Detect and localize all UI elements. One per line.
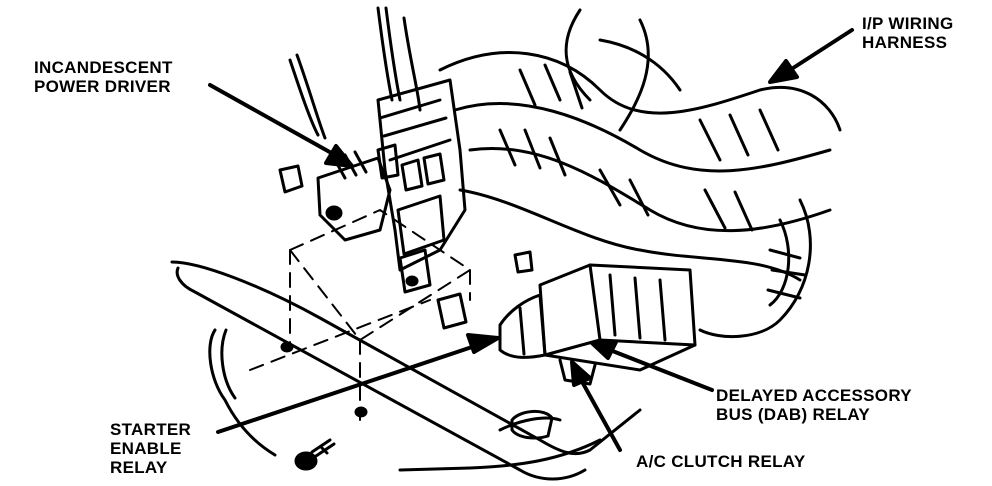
- label-incandescent-power-driver: INCANDESCENT POWER DRIVER: [34, 58, 173, 96]
- label-ac-clutch-relay: A/C CLUTCH RELAY: [636, 452, 805, 471]
- callout-arrows: [208, 28, 854, 452]
- label-line: A/C CLUTCH RELAY: [636, 452, 806, 471]
- relay-center-block: [376, 78, 534, 330]
- mounting-bracket-dashed: [249, 209, 471, 421]
- label-line: HARNESS: [862, 33, 948, 52]
- arrow-incandescent-power-driver: [208, 83, 337, 157]
- wires-upper-left: [288, 6, 422, 140]
- label-line: ENABLE: [110, 439, 182, 458]
- label-line: POWER DRIVER: [34, 77, 171, 96]
- bracket-holes: [280, 341, 368, 418]
- arrow-starter-enable-relay: [216, 343, 480, 434]
- label-line: RELAY: [110, 458, 168, 477]
- instrument-panel-outline: [170, 260, 642, 481]
- arrow-ac-clutch-relay: [578, 376, 622, 452]
- mounting-screw-icon: [294, 438, 336, 471]
- label-line: I/P WIRING: [862, 14, 954, 33]
- label-line: INCANDESCENT: [34, 58, 173, 77]
- ip-wiring-harness-bundle: [438, 8, 842, 339]
- arrow-delayed-accessory-relay: [608, 348, 714, 392]
- arrow-head-ac: [570, 360, 592, 387]
- arrow-head-dab: [590, 340, 618, 360]
- label-line: DELAYED ACCESSORY: [716, 386, 912, 405]
- label-starter-enable-relay: STARTER ENABLE RELAY: [110, 420, 191, 477]
- arrow-head-harness: [768, 59, 799, 84]
- label-line: STARTER: [110, 420, 192, 439]
- arrow-head-starter: [466, 333, 500, 354]
- label-line: BUS (DAB) RELAY: [716, 405, 871, 424]
- label-delayed-accessory-bus-relay: DELAYED ACCESSORY BUS (DAB) RELAY: [716, 386, 912, 424]
- ac-relay-tab: [510, 410, 554, 440]
- arrow-ip-wiring-harness: [788, 28, 854, 72]
- arrow-head-incandescent: [324, 144, 354, 168]
- relay-connector-assembly: [498, 263, 697, 386]
- label-ip-wiring-harness: I/P WIRING HARNESS: [862, 14, 953, 52]
